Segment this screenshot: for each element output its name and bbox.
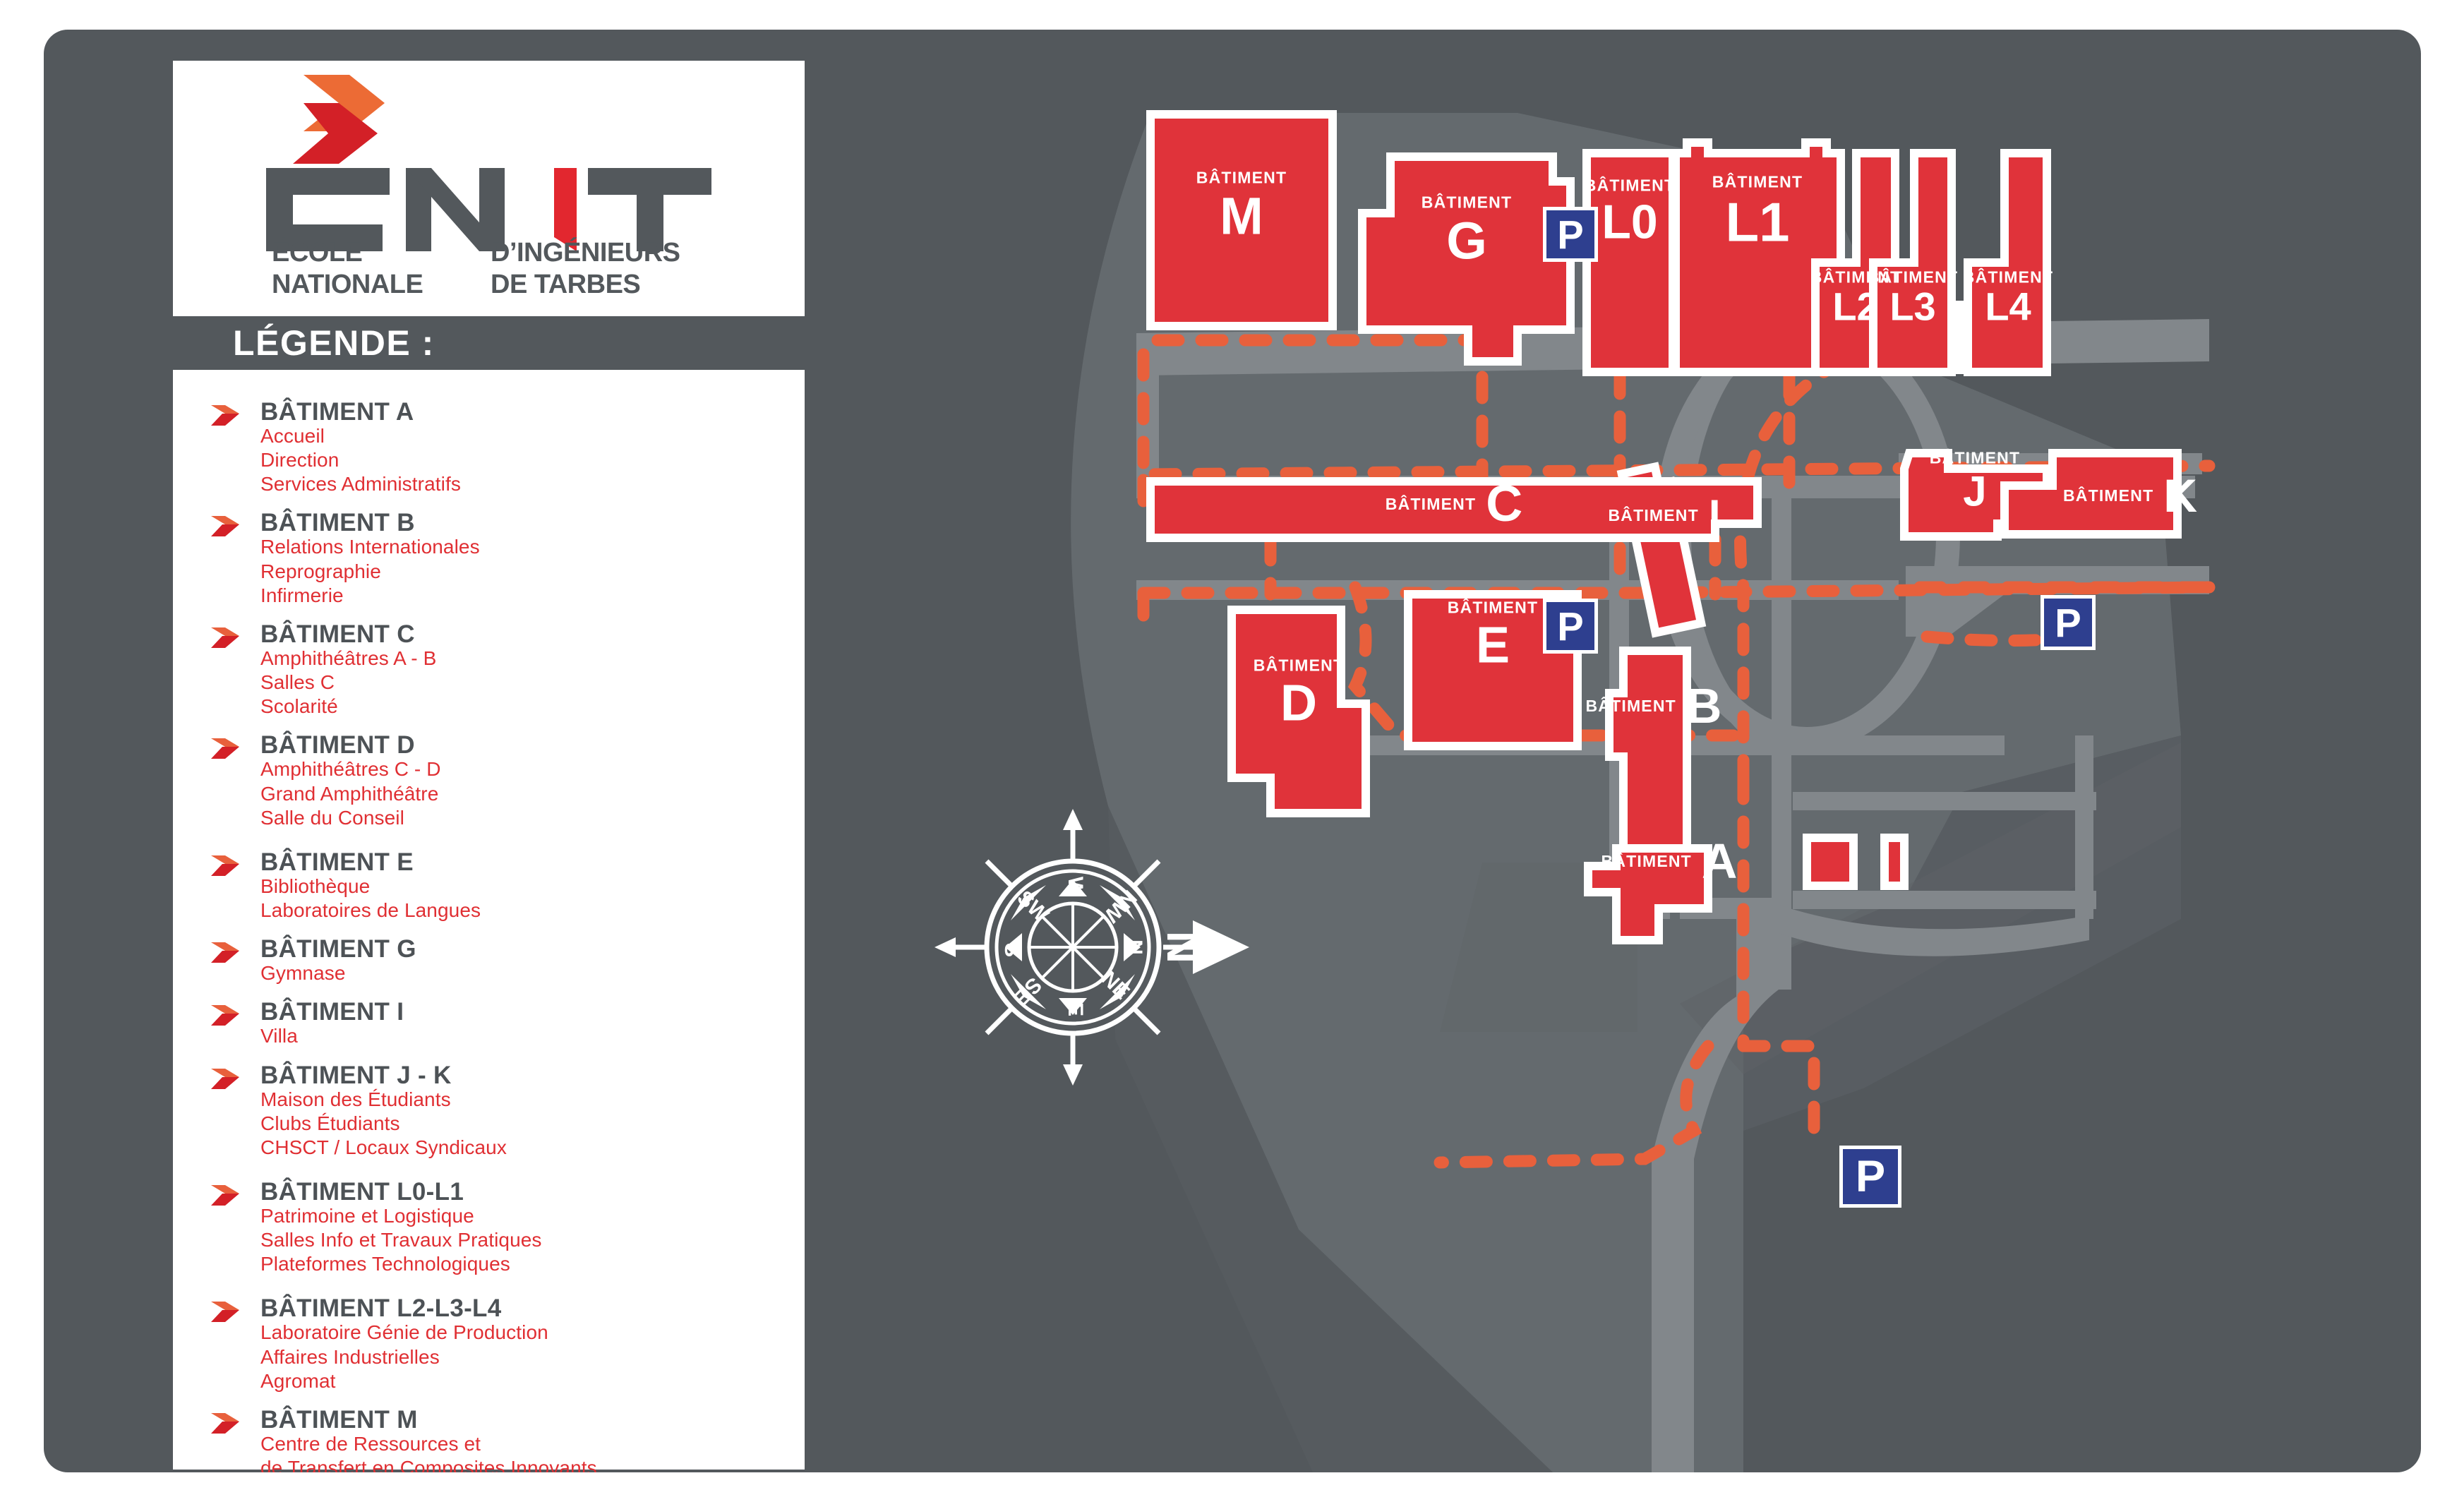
map-graphics: N N W E S NW NE SW SE (934, 110, 2216, 1472)
legend-header: LÉGENDE : (173, 316, 805, 370)
legend-group-title: BÂTIMENT C (260, 620, 415, 648)
legend-group-item: Laboratoire Génie de Production (260, 1321, 548, 1344)
map-poster: ÉCOLE NATIONALE D’INGÉNIEURS DE TARBES L… (44, 30, 2421, 1472)
legend-group-item: Gymnase (260, 962, 346, 985)
legend-group-item: Salles Info et Travaux Pratiques (260, 1229, 542, 1251)
chevron-icon (211, 1302, 239, 1323)
legend-group-item: Salle du Conseil (260, 806, 404, 829)
legend-group-item: Salles C (260, 671, 335, 694)
logo-subtitle-right: D’INGÉNIEURS DE TARBES (491, 238, 680, 299)
parking-sign-4[interactable]: P (1839, 1146, 1901, 1208)
chevron-icon (211, 738, 239, 759)
building-A (1584, 844, 1712, 944)
logo-subtitle-left: ÉCOLE NATIONALE (272, 238, 423, 299)
building-L3 (1869, 149, 1956, 376)
building-D (1227, 606, 1370, 817)
legend-group-item: de Transfert en Composites Innovants (260, 1457, 597, 1472)
legend-group-item: Affaires Industrielles (260, 1345, 440, 1368)
compass-north-label: N (1158, 931, 1208, 963)
chevron-icon (211, 855, 239, 876)
enit-logo (266, 75, 711, 251)
svg-text:W: W (1064, 877, 1087, 897)
legend-group-item: Grand Amphithéâtre (260, 782, 439, 805)
legend-group-item: Scolarité (260, 695, 338, 718)
chevron-icon (211, 627, 239, 648)
legend-group-item: Amphithéâtres A - B (260, 647, 437, 669)
svg-text:N: N (1123, 939, 1146, 955)
legend-group-item: Centre de Ressources et (260, 1432, 481, 1455)
chevron-icon (211, 516, 239, 537)
legend-group-item: Laboratoires de Langues (260, 899, 481, 922)
legend-group-title: BÂTIMENT D (260, 731, 415, 759)
pmr-path (1137, 193, 2216, 1169)
building-B (1605, 647, 1691, 853)
legend-group-item: Patrimoine et Logistique (260, 1204, 474, 1227)
legend-group-item: Direction (260, 449, 339, 471)
chevron-icon (211, 1184, 239, 1206)
compass-rose: N N W E S NW NE SW SE (934, 809, 1249, 1086)
chevron-icon (211, 942, 239, 963)
legend-group-title: BÂTIMENT I (260, 998, 404, 1026)
legend-group-item: Villa (260, 1025, 298, 1047)
chevron-icon (211, 1005, 239, 1026)
buildings (1146, 110, 2182, 944)
legend-group-title: BÂTIMENT B (260, 509, 415, 537)
svg-text:S: S (1000, 943, 1023, 957)
building-M (1146, 110, 1337, 330)
building-unlabeled-2 (1880, 834, 1909, 890)
building-L0 (1582, 149, 1677, 376)
legend-group-item: Clubs Étudiants (260, 1112, 400, 1134)
legend-group-title: BÂTIMENT A (260, 398, 414, 426)
building-K (2000, 449, 2182, 539)
legend-group-title: BÂTIMENT L2-L3-L4 (260, 1294, 502, 1323)
legend-group-item: Plateformes Technologiques (260, 1253, 510, 1275)
legend-group-title: BÂTIMENT E (260, 848, 414, 876)
legend-group-item: Services Administratifs (260, 473, 461, 495)
legend-group-title: BÂTIMENT L0-L1 (260, 1177, 464, 1206)
legend-panel: ÉCOLE NATIONALE D’INGÉNIEURS DE TARBES L… (134, 40, 805, 1472)
parking-sign-1[interactable]: P (1543, 207, 1598, 262)
enit-logo-card: ÉCOLE NATIONALE D’INGÉNIEURS DE TARBES (173, 61, 805, 316)
legend-group-item: Maison des Étudiants (260, 1088, 451, 1110)
building-unlabeled-1 (1803, 834, 1858, 890)
building-G (1358, 152, 1575, 366)
parking-sign-3[interactable]: P (2041, 595, 2096, 650)
legend-group-title: BÂTIMENT M (260, 1405, 418, 1434)
chevron-icon (211, 1068, 239, 1089)
legend-group-item: Bibliothèque (260, 875, 371, 897)
legend-group-item: CHSCT / Locaux Syndicaux (260, 1136, 507, 1158)
chevron-icon (211, 405, 239, 426)
legend-group-item: Reprographie (260, 560, 381, 582)
svg-text:E: E (1064, 1002, 1087, 1016)
logo-chevron-bottom (293, 103, 378, 164)
legend-group-item: Amphithéâtres C - D (260, 758, 441, 781)
building-L4 (1964, 149, 2051, 376)
chevron-icon (211, 1412, 239, 1434)
legend-group-item: Agromat (260, 1369, 336, 1392)
parking-sign-2[interactable]: P (1543, 599, 1598, 654)
legend-group-title: BÂTIMENT J - K (260, 1061, 452, 1089)
building-C (1146, 477, 1762, 542)
legend-group-item: Relations Internationales (260, 536, 480, 558)
legend-group-title: BÂTIMENT G (260, 935, 416, 963)
legend-group-item: Infirmerie (260, 584, 344, 606)
legend-group-item: Accueil (260, 425, 325, 447)
legend-header-label: LÉGENDE : (233, 323, 435, 363)
